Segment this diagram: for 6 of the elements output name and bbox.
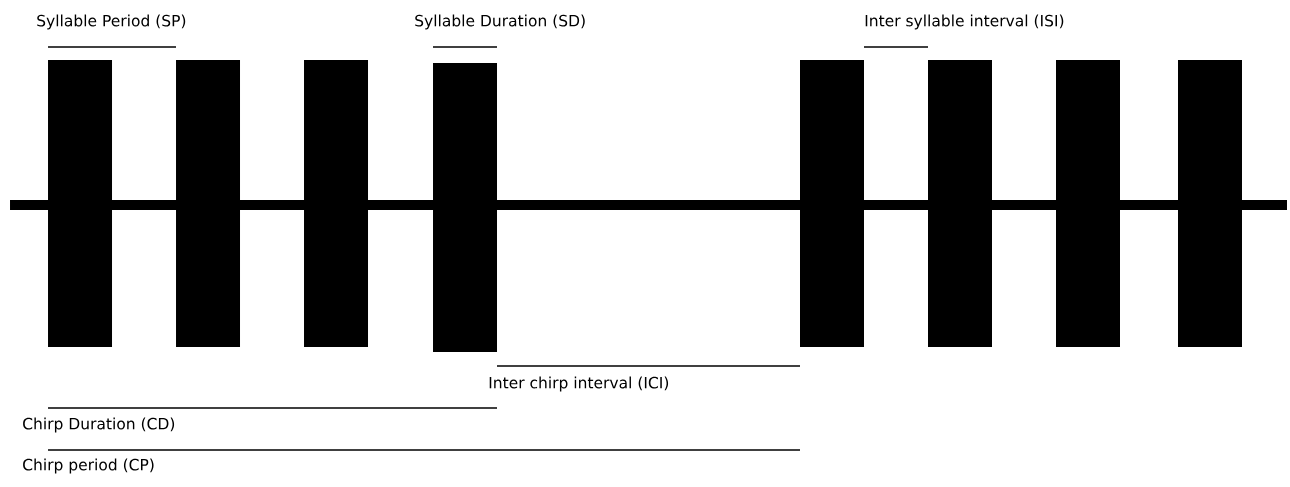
dimension-label: Syllable Duration (SD) xyxy=(415,14,585,30)
dimension-label: Chirp period (CP) xyxy=(23,458,154,474)
dimension-label: Syllable Period (SP) xyxy=(37,14,186,30)
dimension-label: Inter chirp interval (ICI) xyxy=(489,376,669,392)
dimension-label: Chirp Duration (CD) xyxy=(23,417,175,433)
dimension-label: Inter syllable interval (ISI) xyxy=(865,14,1064,30)
